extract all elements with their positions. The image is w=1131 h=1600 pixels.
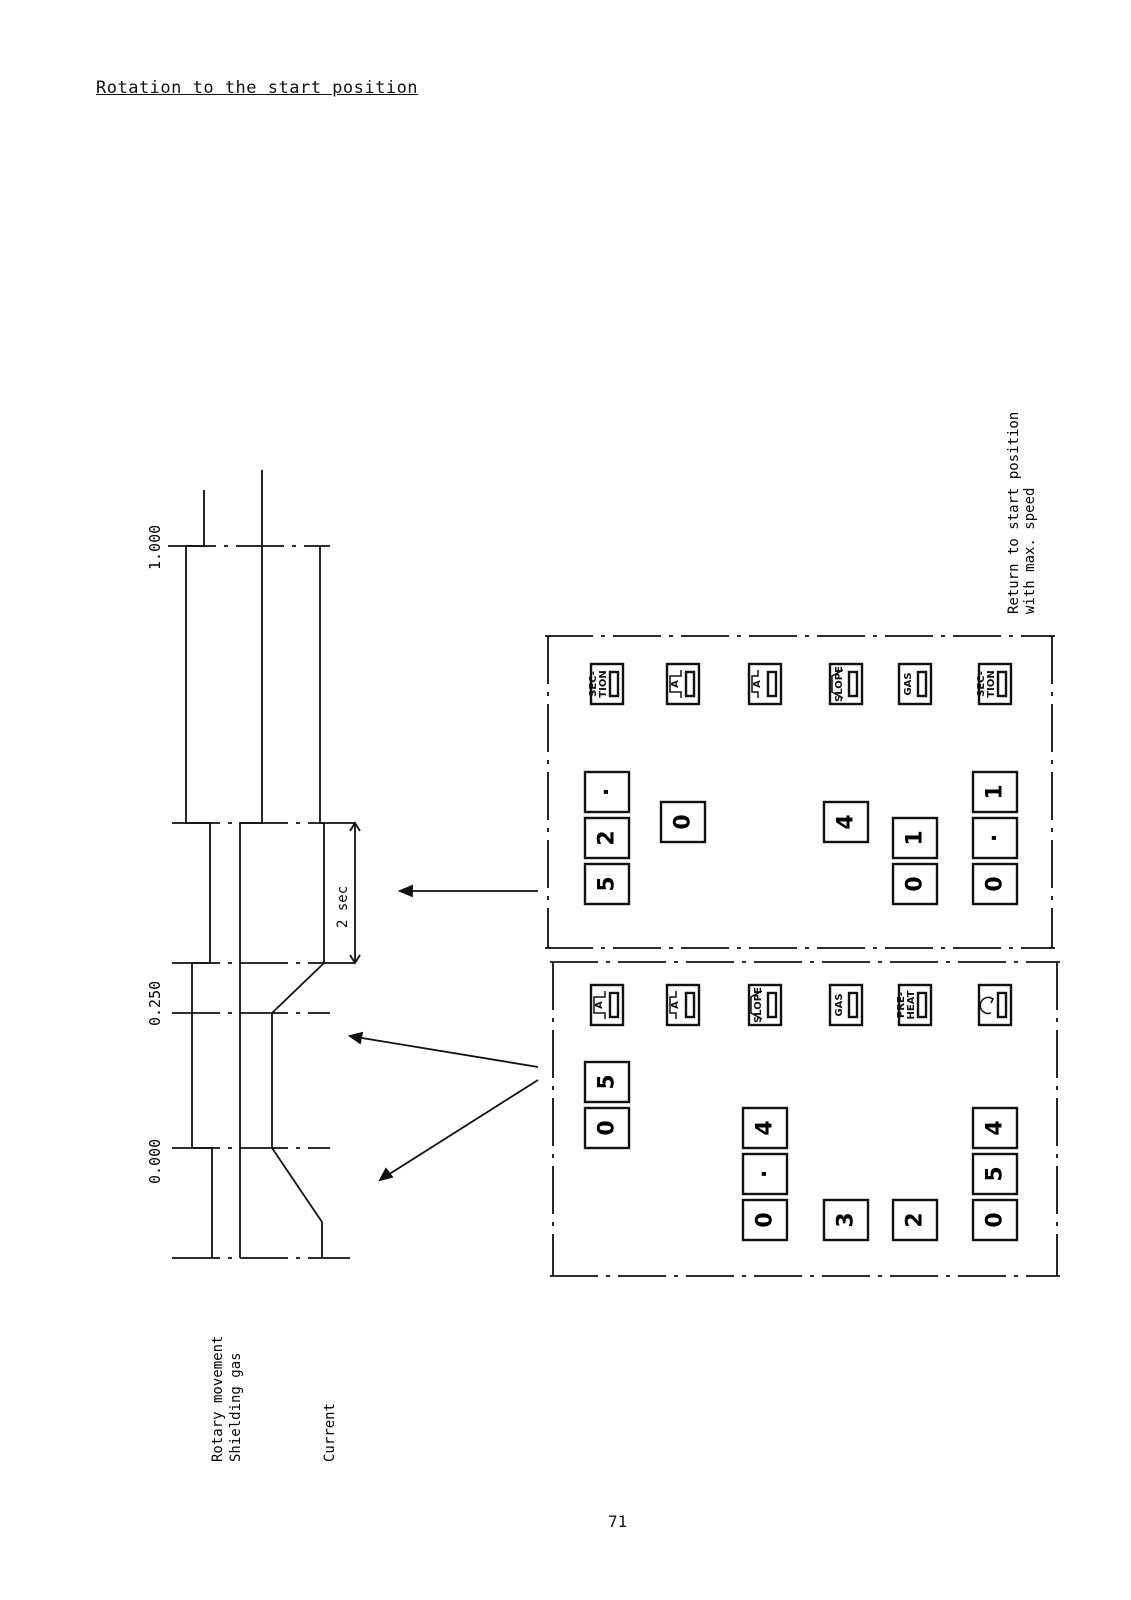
keypad-panel-left: 5 0 A A 4 · 0 SLOPE 3 GAS 2 PRE-HEAT 4 5 0 [583,983,1019,1242]
svg-text:SLOPE: SLOPE [753,987,764,1023]
panel-right-row6-key-dot-label: · [983,834,1008,842]
panel-right-row2-function-key: A [665,662,701,706]
panel-left-row3-key-dot: · [741,1152,789,1196]
panel-right-row1-key-5: 5 [583,862,631,906]
arrow-left-panel-upper [349,1035,539,1068]
panel-left-row6-key-4-label: 4 [983,1120,1008,1135]
svg-text:GAS: GAS [903,672,914,695]
svg-text:A: A [752,680,763,688]
panel-right-row5-key-1-label: 1 [903,830,928,845]
duration-arrow-bottom [349,954,361,965]
signal-label-rotary: Rotary movement [210,1336,226,1462]
panel-right-row2-key-0-label: 0 [671,814,696,829]
panel-left-row3-key-4: 4 [741,1106,789,1150]
panel-left-row3-function-key: SLOPE [747,983,783,1027]
panel-left-row4-key-3: 3 [822,1198,870,1242]
svg-text:GAS: GAS [834,993,845,1016]
panel-left-row4-key-3-label: 3 [834,1212,859,1227]
svg-text:SEC-: SEC- [976,671,987,697]
signal-label-gas: Shielding gas [228,1352,244,1462]
panel-left-row6-key-5-label: 5 [983,1166,1008,1181]
panel-right-row1-key-dot: · [583,770,631,814]
panel-right-row5-key-1: 1 [891,816,939,860]
svg-text:PRE-: PRE- [896,992,907,1018]
svg-text:SEC-: SEC- [588,671,599,697]
time-label-t1: 0.250 [146,981,164,1026]
panel-left-row5-key-2-label: 2 [903,1212,928,1227]
panel-left-row6-function-key [977,983,1013,1027]
panel-left-row1-key-0-label: 0 [595,1120,620,1135]
panel-right-row1-key-dot-label: · [595,788,620,796]
arrow-head-left-panel-upper [347,1031,364,1045]
svg-text:TION: TION [986,670,997,697]
arrow-head-right-panel [397,884,413,898]
panel-right-row6-function-key: SEC-TION [976,662,1013,706]
panel-right-row1-key-2-label: 2 [595,830,620,845]
panel-right-row6-key-0: 0 [971,862,1019,906]
panel-right-row4-key-4-label: 4 [834,814,859,829]
panel-left-row6-key-5: 5 [971,1152,1019,1196]
page-number: 71 [608,1512,628,1531]
panel-right-row6-key-1: 1 [971,770,1019,814]
time-label-t0: 0.000 [146,1139,164,1184]
duration-arrow-top [349,821,361,832]
panel-left-row1-key-5: 5 [583,1060,631,1104]
svg-text:SLOPE: SLOPE [834,666,845,702]
time-label-t2: 1.000 [146,525,164,570]
panel-left-row3-key-0: 0 [741,1198,789,1242]
panel-left-row5-function-key: PRE-HEAT [896,983,933,1027]
panel-left-row3-key-dot-label: · [753,1170,778,1178]
panel-right-row3-function-key: A [747,662,783,706]
svg-text:A: A [594,1001,605,1009]
svg-text:A: A [670,1001,681,1009]
svg-text:HEAT: HEAT [906,990,917,1019]
shielding-gas-trace [239,470,263,1258]
panel-right-row2-key-0: 0 [659,800,707,844]
panel-left-row5-key-2: 2 [891,1198,939,1242]
panel-left-row6-key-0: 0 [971,1198,1019,1242]
panel-right-row1-key-2: 2 [583,816,631,860]
panel-left-row1-key-0: 0 [583,1106,631,1150]
panel-right-row4-function-key: SLOPE [828,662,864,706]
svg-text:A: A [670,680,681,688]
panel-left-row1-function-key: A [589,983,625,1027]
signal-label-current: Current [322,1403,338,1462]
arrow-head-left-panel-lower [378,1167,394,1182]
panel-left-row3-key-0-label: 0 [753,1212,778,1227]
page-heading: Rotation to the start position [96,78,419,98]
panel-right-row5-key-0-label: 0 [903,876,928,891]
rotary-movement-trace [185,490,213,1258]
panel-left-row6-key-0-label: 0 [983,1212,1008,1227]
panel-right-row6-key-dot: · [971,816,1019,860]
panel-left-row2-function-key: A [665,983,701,1027]
panel-right-row5-function-key: GAS [897,662,933,706]
panel-right-row4-key-4: 4 [822,800,870,844]
panel-left-row1-key-5-label: 5 [595,1074,620,1089]
panel-right-row1-key-5-label: 5 [595,876,620,891]
note-line-1: Return to start position [1006,412,1022,614]
panel-left-row3-key-4-label: 4 [753,1120,778,1135]
svg-text:TION: TION [598,670,609,697]
current-trace [271,546,325,1258]
note-line-2: with max. speed [1022,488,1038,614]
arrow-left-panel-lower [379,1079,539,1181]
panel-right-row5-key-0: 0 [891,862,939,906]
panel-right-row6-key-1-label: 1 [983,784,1008,799]
panel-right-row1-function-key: SEC-TION [588,662,625,706]
panel-left-row6-key-4: 4 [971,1106,1019,1150]
panel-left-row4-function-key: GAS [828,983,864,1027]
panel-right-row6-key-0-label: 0 [983,876,1008,891]
duration-label: 2 sec [335,886,351,928]
